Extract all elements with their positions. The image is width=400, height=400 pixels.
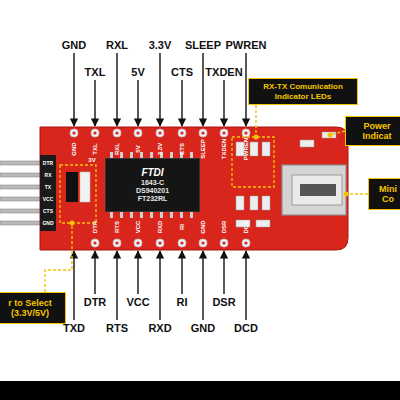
pin-label: TXD	[63, 323, 85, 334]
chip-marking: 1643-C	[141, 179, 164, 187]
callout-text: Mini Co	[375, 184, 400, 205]
pin-label: 3.3V	[149, 40, 172, 51]
pin-label: TXDEN	[205, 67, 242, 78]
callout-text: r to Select (3.3V/5V)	[0, 298, 61, 319]
silkscreen-label: DSR	[221, 221, 227, 234]
pin-label: GND	[191, 323, 215, 334]
silkscreen-label: RTS	[114, 221, 120, 233]
pin-label: RXL	[106, 40, 128, 51]
silkscreen-label: GND	[200, 220, 206, 233]
pin-label: DCD	[234, 323, 258, 334]
pin-label: VCC	[126, 297, 149, 308]
silkscreen-label: GND	[71, 142, 77, 155]
chip-marking: DS940201	[136, 187, 169, 195]
pin-label: RI	[177, 297, 188, 308]
callout-text: RX-TX Comunication Indicator LEDs	[251, 82, 355, 100]
silkscreen-label: VCC	[135, 221, 141, 234]
silkscreen-label: 3V	[88, 157, 95, 163]
silkscreen-label: RXD	[157, 221, 163, 234]
pin-label: TXL	[85, 67, 106, 78]
pin-label: RTS	[106, 323, 128, 334]
callout-text: Power Indicat	[354, 121, 400, 142]
callout-box: RX-TX Comunication Indicator LEDs	[248, 78, 358, 105]
silkscreen-label: DTR	[92, 221, 98, 233]
pin-label: 5V	[131, 67, 144, 78]
silkscreen-label: TX	[45, 185, 51, 190]
chip-marking: FTDI	[141, 167, 163, 179]
silkscreen-label: RI	[179, 224, 185, 230]
silkscreen-label: DCD	[243, 221, 249, 234]
chip-marking: FT232RL	[138, 195, 168, 203]
silkscreen-label: VCC	[43, 197, 54, 202]
pin-label: DTR	[84, 297, 107, 308]
silkscreen-label: 3.3V	[157, 143, 163, 155]
silkscreen-label: TXL	[92, 143, 98, 154]
callout-box: Power Indicat	[345, 116, 400, 146]
silkscreen-label: RXL	[114, 143, 120, 155]
ic-chip: FTDI1643-CDS940201FT232RL	[105, 158, 200, 212]
callout-box: Mini Co	[368, 178, 400, 210]
silkscreen-label: 5V	[135, 145, 141, 152]
pin-label: SLEEP	[185, 40, 221, 51]
pin-label: PWREN	[226, 40, 267, 51]
silkscreen-label: SLEEP	[200, 139, 206, 159]
pin-label: DSR	[212, 297, 235, 308]
silkscreen-label: PWREN	[243, 138, 249, 160]
pin-label: CTS	[171, 67, 193, 78]
callout-box: r to Select (3.3V/5V)	[0, 292, 66, 324]
silkscreen-label: TXDEN	[221, 139, 227, 159]
pin-label: RXD	[148, 323, 171, 334]
silkscreen-label: GND	[42, 221, 53, 226]
silkscreen-label: RX	[45, 173, 52, 178]
silkscreen-label: CTS	[43, 209, 53, 214]
silkscreen-label: CTS	[179, 143, 185, 155]
pin-label: GND	[62, 40, 86, 51]
silkscreen-label: DTR	[43, 161, 53, 166]
